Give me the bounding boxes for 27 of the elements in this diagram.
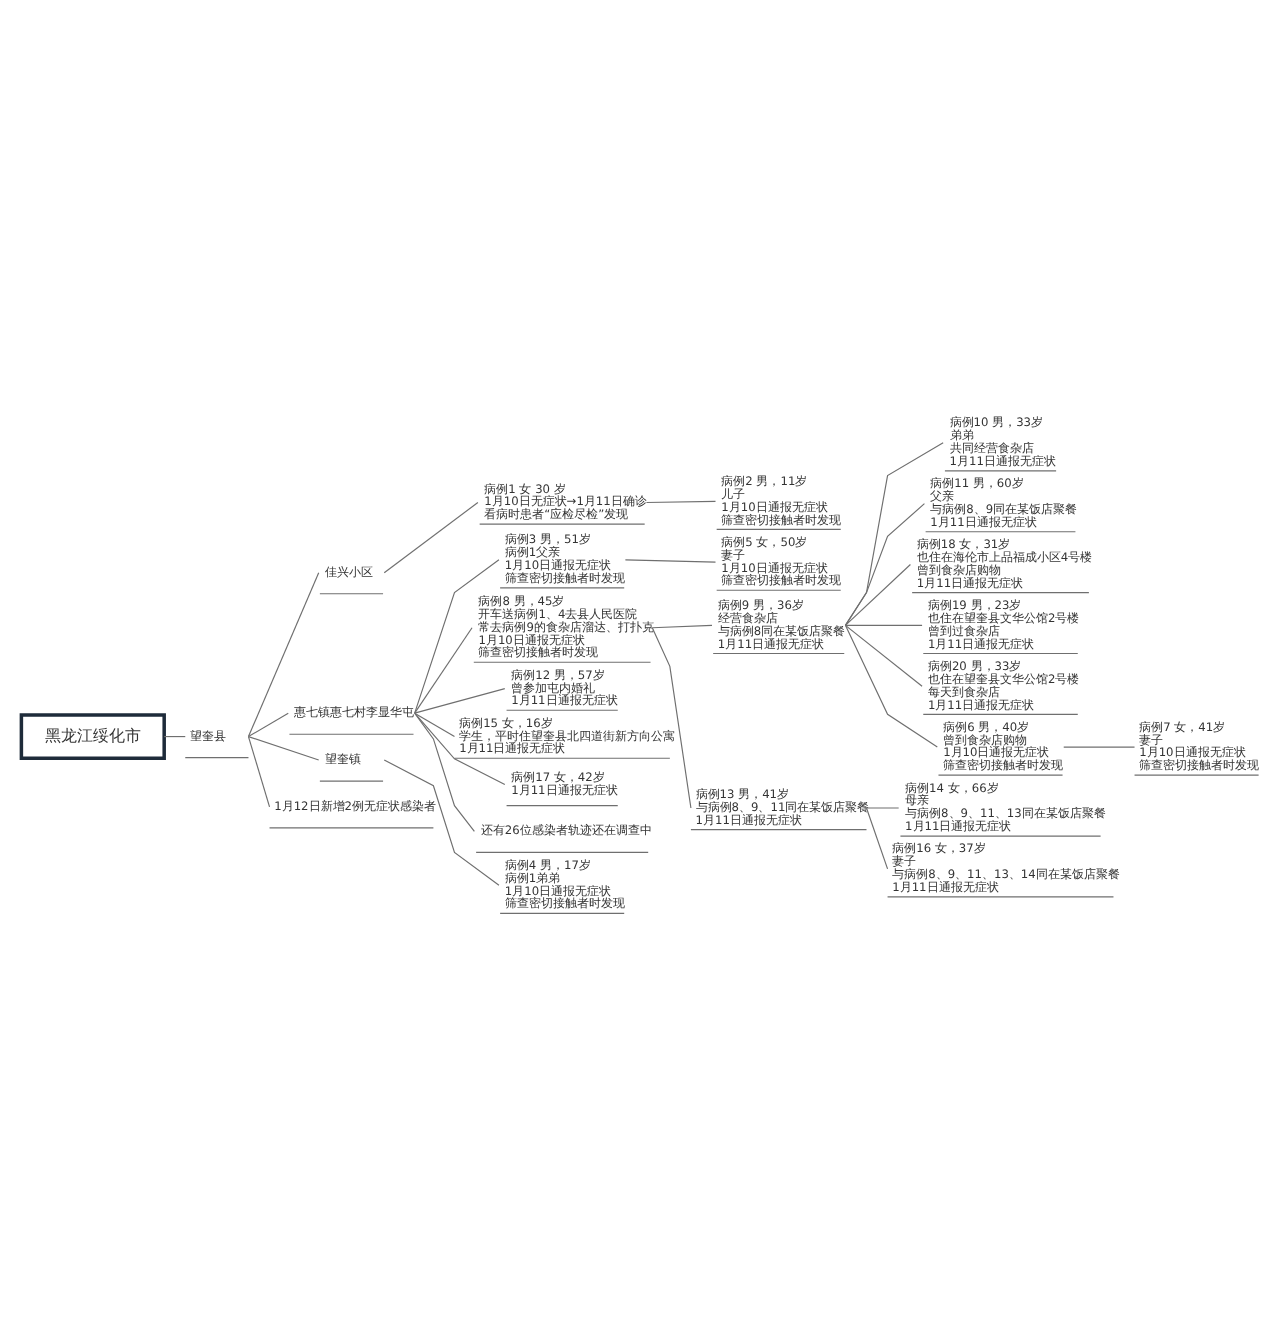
connector [865,806,900,808]
connector [645,499,717,503]
connector [247,571,320,737]
connector [414,687,506,713]
connector [844,623,923,686]
connector [844,623,923,625]
connector [844,502,925,625]
connector [383,758,500,885]
connector [414,558,500,713]
connector [414,626,473,713]
connector [844,562,911,625]
node-box: 黑龙江绥化市 [19,712,166,759]
connector [414,711,456,737]
connector [247,735,271,807]
connector [383,500,479,573]
connector [651,623,713,628]
connector [414,711,475,831]
connector [844,623,938,747]
connector [1063,745,1136,747]
connector [414,711,506,785]
connector [865,806,889,869]
connector [624,558,717,562]
connector [651,626,692,808]
connector [163,735,186,737]
connector [247,735,320,760]
connector [844,441,944,625]
connector [247,711,289,737]
